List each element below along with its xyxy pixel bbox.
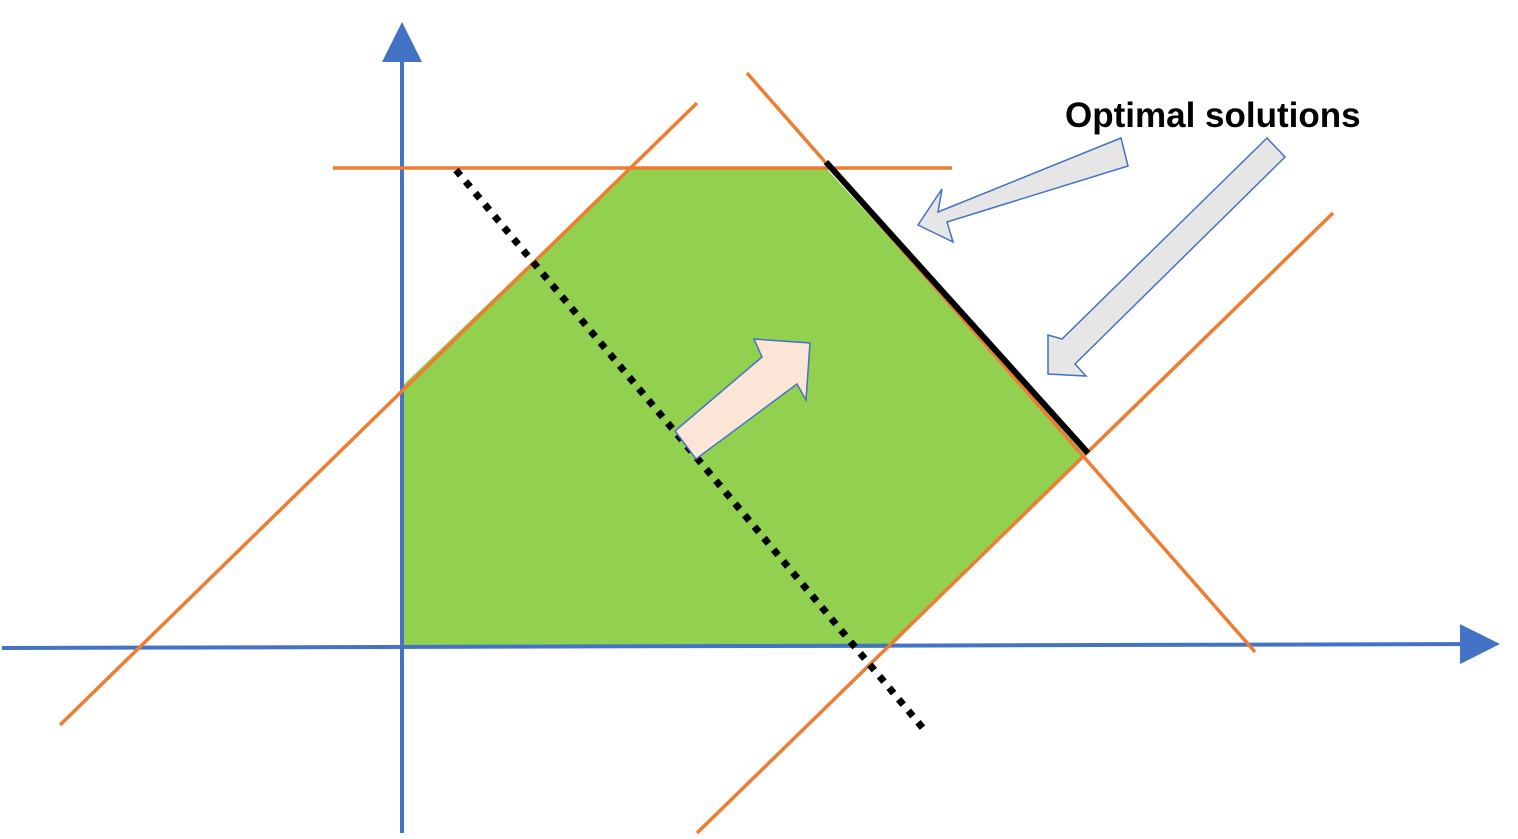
arrow-up-right-icon (673, 338, 811, 461)
arrow-down-left-icon (916, 136, 1129, 244)
x-axis (1, 624, 1500, 665)
optimal-edge (823, 159, 1091, 456)
objective-dotted-line (453, 167, 930, 736)
optimal-solutions-label: Optimal solutions (1065, 96, 1361, 135)
arrow-down-left-icon (1047, 136, 1287, 377)
constraint-line-right (695, 211, 1335, 835)
constraint-line-left (58, 101, 699, 727)
